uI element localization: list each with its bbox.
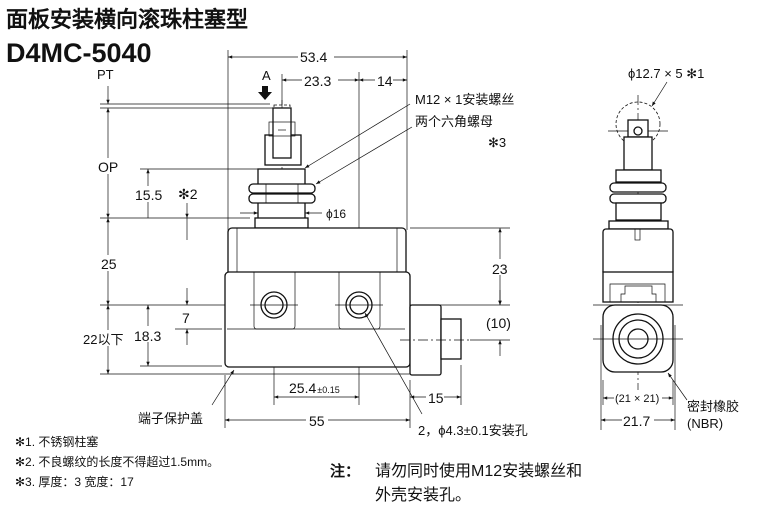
dim-25: 25: [101, 256, 117, 272]
footnote-2: ✻2. 不良螺纹的长度不得超过1.5mm。: [15, 454, 219, 469]
dim-23-3: 23.3: [304, 73, 331, 89]
dim-21-7: 21.7: [623, 413, 650, 429]
callout-mounting-holes: 2，ϕ4.3±0.1安装孔: [418, 423, 528, 438]
model-number: D4MC-5040: [6, 38, 152, 68]
dim-22-max: 22以下: [83, 332, 123, 347]
callout-terminal-cover: 端子保护盖: [138, 411, 203, 426]
dim-7: 7: [182, 310, 190, 326]
dim-14: 14: [377, 73, 393, 89]
caution-label: 注：: [330, 462, 360, 480]
footnote-3: ✻3. 厚度：3 宽度：17: [15, 474, 134, 489]
seal-label: 密封橡胶: [687, 399, 739, 414]
dim-21x21: (21 × 21): [615, 393, 659, 405]
actuation-arrow-icon: [258, 86, 272, 100]
note-ref-2: ✻2: [178, 186, 198, 202]
dim-15-5: 15.5: [135, 187, 162, 203]
dim-53-4: 53.4: [300, 49, 327, 65]
note-ref-3: ✻3: [488, 135, 506, 150]
dim-55: 55: [309, 413, 325, 429]
callout-nuts: 两个六角螺母: [415, 114, 493, 129]
dim-23: 23: [492, 261, 508, 277]
side-view: ϕ12.7 × 5 ✻1 (21 × 21) 21.7 密封橡胶 (NBR): [593, 66, 739, 431]
dim-18-3: 18.3: [134, 328, 161, 344]
caution-note: 注： 请勿同时使用M12安装螺丝和 外壳安装孔。: [330, 462, 582, 504]
page-title: 面板安装横向滚珠柱塞型: [6, 7, 248, 32]
label-pt: PT: [97, 67, 114, 82]
footnotes: ✻1. 不锈钢柱塞 ✻2. 不良螺纹的长度不得超过1.5mm。 ✻3. 厚度：3…: [15, 434, 219, 489]
callout-thread: M12 × 1安装螺丝: [415, 92, 514, 107]
dim-phi16: ϕ16: [326, 207, 346, 221]
dim-10: (10): [486, 315, 511, 331]
seal-material: (NBR): [687, 416, 723, 431]
footnote-1: ✻1. 不锈钢柱塞: [15, 434, 98, 449]
front-view: A 53.4 23.3 14 ϕ16 25.4±0.15 15 55 PT OP…: [82, 48, 528, 438]
roller: [615, 101, 661, 147]
label-a: A: [262, 68, 271, 83]
caution-line-2: 外壳安装孔。: [375, 486, 471, 504]
dim-15: 15: [428, 390, 444, 406]
label-op: OP: [98, 159, 118, 175]
roller-label: ϕ12.7 × 5 ✻1: [628, 66, 704, 81]
caution-line-1: 请勿同时使用M12安装螺丝和: [375, 462, 582, 480]
dim-25-4: 25.4±0.15: [289, 380, 340, 396]
